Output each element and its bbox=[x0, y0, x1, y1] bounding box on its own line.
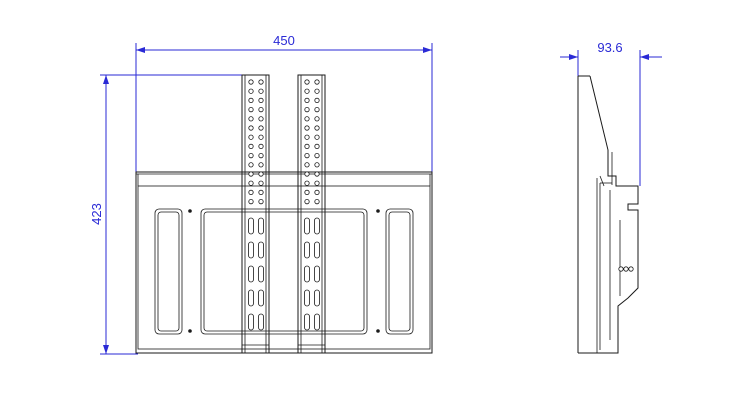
left-bracket-hole bbox=[248, 134, 254, 140]
width-dimension: 450 bbox=[135, 33, 433, 172]
left-bracket-hole bbox=[248, 88, 254, 94]
right-bracket-hole bbox=[314, 97, 320, 104]
right-bracket-hole bbox=[314, 162, 320, 168]
width-label: 450 bbox=[273, 33, 295, 48]
left-bracket-hole bbox=[248, 199, 254, 205]
left-bracket-slot bbox=[258, 217, 264, 235]
left-bracket-hole bbox=[248, 97, 254, 104]
right-bracket-hole bbox=[314, 134, 320, 140]
left-bracket-hole bbox=[258, 125, 264, 131]
left-bracket-hole bbox=[258, 97, 264, 104]
mount-plate bbox=[135, 171, 433, 354]
left-bracket-hole bbox=[248, 143, 254, 149]
side-profile bbox=[577, 75, 639, 354]
left-bracket-hole bbox=[258, 189, 264, 195]
right-bracket-hole bbox=[314, 116, 320, 122]
right-bracket-slot bbox=[304, 217, 310, 235]
height-label: 423 bbox=[89, 203, 104, 225]
left-bracket-hole bbox=[258, 162, 264, 168]
right-bracket-slot bbox=[314, 217, 320, 235]
right-bracket-hole bbox=[304, 79, 310, 85]
left-bracket-slot bbox=[248, 313, 254, 331]
left-bracket-hole bbox=[258, 143, 264, 149]
right-bracket-hole bbox=[304, 88, 310, 94]
right-bracket-hole bbox=[314, 153, 320, 159]
left-bracket-slot bbox=[248, 289, 254, 307]
left-bracket-slot bbox=[258, 241, 264, 259]
right-bracket-hole bbox=[314, 125, 320, 131]
right-bracket-slot bbox=[304, 265, 310, 283]
side-view: 93.6 bbox=[560, 40, 662, 354]
right-bracket-hole bbox=[314, 88, 320, 94]
left-bracket-hole bbox=[248, 116, 254, 122]
left-bracket-slot bbox=[258, 313, 264, 331]
left-bracket-hole bbox=[248, 79, 254, 85]
right-bracket-hole bbox=[314, 189, 320, 195]
left-bracket-hole bbox=[258, 79, 264, 85]
right-bracket-hole bbox=[304, 171, 310, 177]
right-bracket-slot bbox=[304, 313, 310, 331]
left-bracket-hole bbox=[248, 162, 254, 168]
left-bracket-slot bbox=[248, 265, 254, 283]
right-bracket-hole bbox=[304, 116, 310, 122]
cutout-center bbox=[200, 208, 368, 335]
right-bracket-hole bbox=[304, 107, 310, 113]
right-bracket-hole bbox=[304, 134, 310, 140]
right-bracket-hole bbox=[304, 97, 310, 104]
right-bracket-slot bbox=[314, 289, 320, 307]
depth-label: 93.6 bbox=[597, 40, 622, 55]
right-bracket-slot bbox=[314, 313, 320, 331]
left-bracket-hole bbox=[258, 199, 264, 205]
right-bracket-hole bbox=[314, 143, 320, 149]
depth-dimension: 93.6 bbox=[560, 40, 662, 186]
left-bracket-hole bbox=[248, 180, 254, 186]
right-bracket-hole bbox=[314, 107, 320, 113]
left-bracket-slot bbox=[248, 241, 254, 259]
right-bracket-hole bbox=[304, 143, 310, 149]
bracket-right bbox=[297, 74, 326, 354]
height-dimension: 423 bbox=[89, 74, 242, 355]
cutout-left bbox=[154, 208, 183, 335]
left-bracket-hole bbox=[248, 189, 254, 195]
left-bracket-hole bbox=[258, 134, 264, 140]
left-bracket-hole bbox=[258, 180, 264, 186]
right-bracket-hole bbox=[304, 125, 310, 131]
right-bracket-hole bbox=[314, 79, 320, 85]
left-bracket-hole bbox=[258, 153, 264, 159]
left-bracket-slot bbox=[248, 217, 254, 235]
left-bracket-slot bbox=[258, 289, 264, 307]
left-bracket-hole bbox=[248, 107, 254, 113]
front-view: 450 423 bbox=[89, 33, 433, 355]
left-bracket-hole bbox=[248, 125, 254, 131]
cutout-right bbox=[385, 208, 414, 335]
right-bracket-hole bbox=[304, 162, 310, 168]
right-bracket-hole bbox=[304, 189, 310, 195]
left-bracket-hole bbox=[248, 153, 254, 159]
right-bracket-slot bbox=[314, 265, 320, 283]
right-bracket-hole bbox=[304, 153, 310, 159]
left-bracket-slot bbox=[258, 265, 264, 283]
right-bracket-hole bbox=[314, 171, 320, 177]
right-bracket-slot bbox=[304, 289, 310, 307]
right-bracket-slot bbox=[304, 241, 310, 259]
right-bracket-hole bbox=[304, 199, 310, 205]
right-bracket-hole bbox=[304, 180, 310, 186]
left-bracket-hole bbox=[258, 88, 264, 94]
right-bracket-hole bbox=[314, 199, 320, 205]
bracket-left bbox=[241, 74, 270, 354]
left-bracket-hole bbox=[258, 171, 264, 177]
right-bracket-slot bbox=[314, 241, 320, 259]
left-bracket-hole bbox=[248, 171, 254, 177]
right-bracket-hole bbox=[314, 180, 320, 186]
left-bracket-hole bbox=[258, 107, 264, 113]
left-bracket-hole bbox=[258, 116, 264, 122]
